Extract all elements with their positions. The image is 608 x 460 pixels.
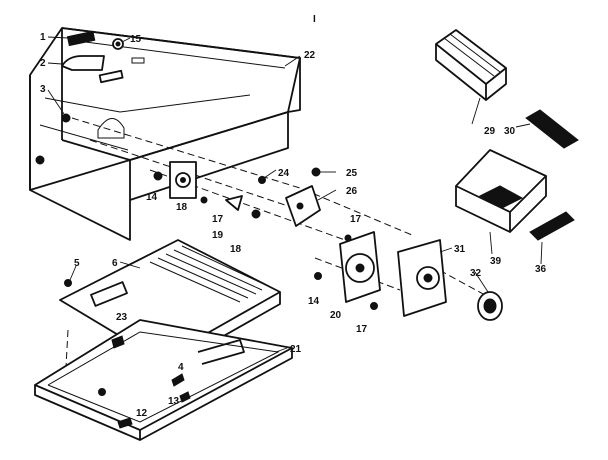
label-12: 12 <box>136 408 148 419</box>
label-15: 15 <box>130 34 142 45</box>
label-2: 2 <box>40 58 46 69</box>
callout-labels: I 1 2 3 15 22 29 30 14 18 17 19 18 24 25… <box>40 14 547 419</box>
label-13: 13 <box>168 396 180 407</box>
label-39: 39 <box>490 256 502 267</box>
grill-30 <box>525 109 579 149</box>
leader-lines <box>47 36 543 353</box>
fan-shroud-20 <box>314 231 381 310</box>
bracket-26 <box>285 185 321 227</box>
fan-housing-31 <box>397 239 447 317</box>
label-18b: 18 <box>230 244 242 255</box>
label-36: 36 <box>535 264 547 275</box>
label-17b: 17 <box>350 214 362 225</box>
label-top-mark: I <box>313 14 316 25</box>
label-6: 6 <box>112 258 118 269</box>
lower-hardware <box>64 279 191 429</box>
grill-36 <box>529 211 575 241</box>
label-32: 32 <box>470 268 482 279</box>
label-24: 24 <box>278 168 290 179</box>
label-14b: 14 <box>308 296 320 307</box>
label-18a: 18 <box>176 202 188 213</box>
label-29: 29 <box>484 126 496 137</box>
label-22: 22 <box>304 50 316 61</box>
label-14a: 14 <box>146 192 158 203</box>
side-screws <box>35 113 71 165</box>
top-hardware <box>61 30 124 71</box>
label-30: 30 <box>504 126 516 137</box>
label-3: 3 <box>40 84 46 95</box>
label-25: 25 <box>346 168 358 179</box>
fan-motor-components <box>153 161 352 242</box>
label-4: 4 <box>178 362 184 373</box>
label-5: 5 <box>74 258 80 269</box>
bin-39 <box>455 149 547 233</box>
label-20: 20 <box>330 310 342 321</box>
label-1: 1 <box>40 32 46 43</box>
label-19: 19 <box>212 230 224 241</box>
label-17c: 17 <box>356 324 368 335</box>
rack-29 <box>435 29 507 101</box>
label-26: 26 <box>346 186 358 197</box>
label-31: 31 <box>454 244 466 255</box>
wheel-32 <box>477 291 503 321</box>
label-21: 21 <box>290 344 302 355</box>
label-17a: 17 <box>212 214 224 225</box>
base-tray-21 <box>34 319 293 441</box>
label-23: 23 <box>116 312 128 323</box>
